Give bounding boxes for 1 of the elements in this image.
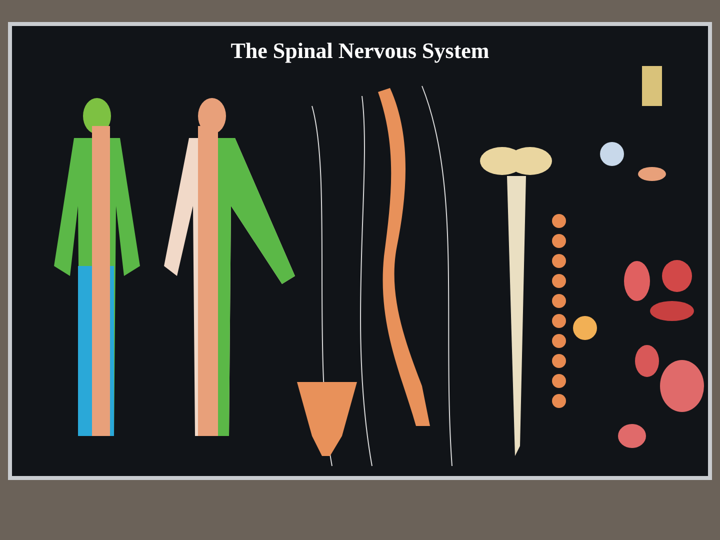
poster-title: The Spinal Nervous System [230, 38, 490, 64]
